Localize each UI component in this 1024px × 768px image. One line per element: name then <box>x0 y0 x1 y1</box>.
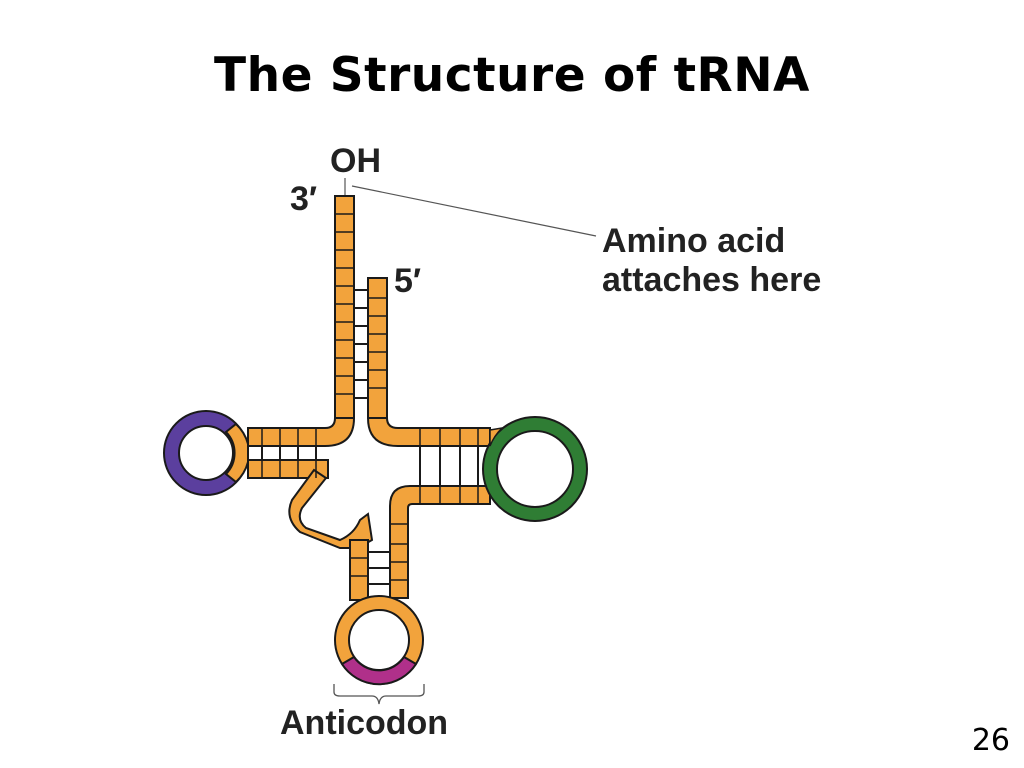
acceptor-stem-3prime-strand <box>334 195 355 419</box>
five-prime-label: 5′ <box>394 262 422 300</box>
amino-acid-pointer-line <box>351 185 597 237</box>
slide-title: The Structure of tRNA <box>214 48 810 103</box>
d-arm-upper-strand <box>247 417 356 447</box>
acceptor-stem-5prime-strand <box>367 277 388 419</box>
three-prime-label: 3′ <box>290 180 318 218</box>
d-loop-orange-part <box>224 422 249 484</box>
t-arm-lower-strand <box>389 485 491 599</box>
anticodon-label: Anticodon <box>280 704 449 742</box>
anticodon-brace <box>333 684 425 705</box>
anticodon-loop-inner <box>348 609 410 671</box>
t-loop-inner <box>496 430 574 508</box>
nucleotide-dividers <box>261 213 479 581</box>
acceptor-stem-base-pairs <box>354 289 368 399</box>
variable-loop <box>288 468 374 549</box>
d-arm-lower-strand <box>247 459 329 479</box>
amino-acid-label-line1: Amino acid <box>602 222 786 260</box>
oh-label: OH <box>330 142 381 180</box>
d-arm-base-pairs <box>261 446 317 460</box>
d-loop-inner <box>178 425 234 481</box>
anticodon-stem-base-pairs <box>368 551 390 585</box>
t-arm-upper-strand <box>366 417 491 447</box>
t-arm-base-pairs <box>419 446 479 486</box>
t-loop-orange-part <box>489 426 505 447</box>
slide-number: 26 <box>971 723 1010 758</box>
anticodon-stem-left <box>349 539 369 601</box>
amino-acid-label-line2: attaches here <box>602 261 822 299</box>
